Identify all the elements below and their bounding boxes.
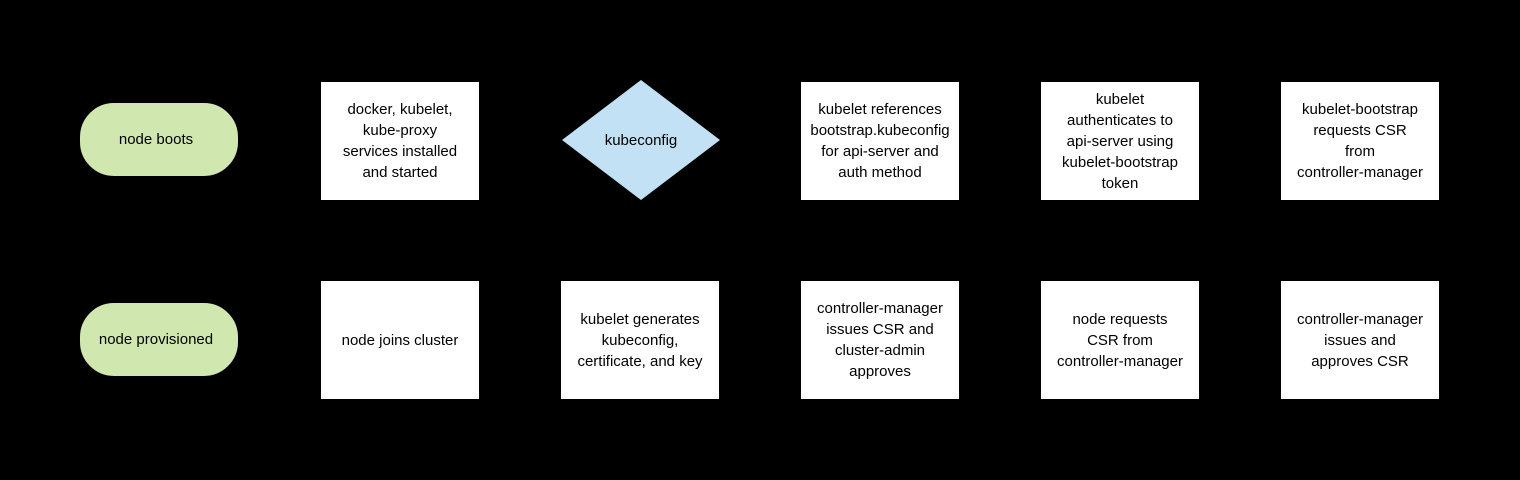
flow-node-label: docker, kubelet, kube-proxy services ins… <box>342 101 458 181</box>
flow-node-label: node boots <box>118 131 194 148</box>
flow-node-node-boots[interactable]: node boots <box>80 103 238 176</box>
flow-node-label: controller-manager issues and approves C… <box>1297 310 1423 370</box>
flow-node-label: kubelet generates kubeconfig, certificat… <box>577 310 703 370</box>
flow-node-label: node provisioned <box>98 331 214 348</box>
flow-node-cm-issues-approves[interactable]: controller-manager issues and approves C… <box>1281 281 1439 399</box>
flow-node-node-provisioned[interactable]: node provisioned <box>80 303 238 376</box>
flow-node-label: kubelet-bootstrap requests CSR from cont… <box>1297 101 1423 181</box>
flow-node-kubelet-references[interactable]: kubelet references bootstrap.kubeconfig … <box>801 82 959 200</box>
flow-node-label: kubelet references bootstrap.kubeconfig … <box>810 101 950 181</box>
flow-node-label: controller-manager issues CSR and cluste… <box>817 300 943 380</box>
flow-node-kubelet-generates[interactable]: kubelet generates kubeconfig, certificat… <box>561 281 719 399</box>
flow-node-bootstrap-requests-csr[interactable]: kubelet-bootstrap requests CSR from cont… <box>1281 82 1439 200</box>
flow-node-label: node requests CSR from controller-manage… <box>1057 310 1183 370</box>
flow-node-label: node joins cluster <box>341 331 459 349</box>
flow-node-kubelet-authenticates[interactable]: kubelet authenticates to api-server usin… <box>1041 82 1199 200</box>
flow-node-label: kubeconfig <box>604 131 678 149</box>
flow-node-node-joins-cluster[interactable]: node joins cluster <box>321 281 479 399</box>
flow-node-services-installed[interactable]: docker, kubelet, kube-proxy services ins… <box>321 82 479 200</box>
flow-node-label: kubelet authenticates to api-server usin… <box>1062 90 1178 192</box>
flow-node-cm-issues-csr[interactable]: controller-manager issues CSR and cluste… <box>801 281 959 399</box>
flow-node-kubeconfig[interactable]: kubeconfig <box>562 80 720 200</box>
flow-node-node-requests-csr[interactable]: node requests CSR from controller-manage… <box>1041 281 1199 399</box>
